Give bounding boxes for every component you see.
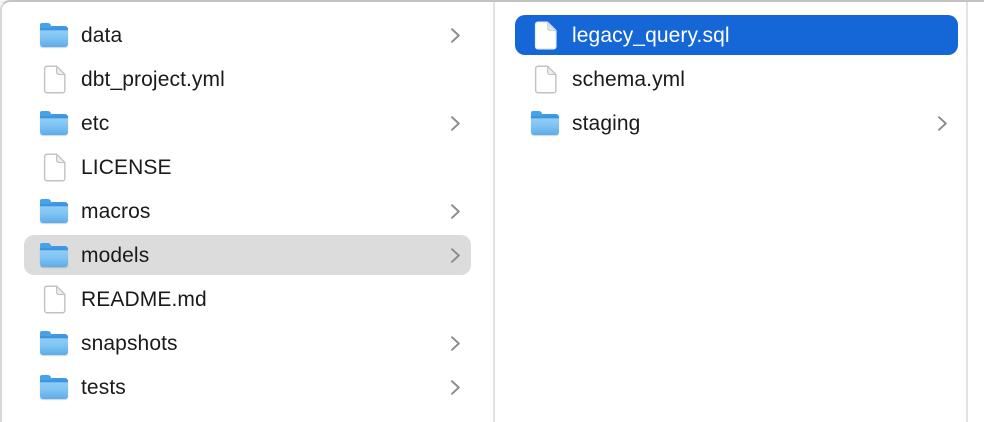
icon-slot [40, 284, 68, 314]
icon-slot [40, 242, 68, 267]
folder-row-data[interactable]: data [24, 13, 471, 57]
file-label: data [81, 23, 123, 47]
file-label: LICENSE [81, 155, 172, 179]
file-column-3 [968, 2, 984, 422]
icon-slot [40, 152, 68, 182]
folder-row-staging[interactable]: staging [515, 101, 958, 145]
icon-slot [531, 110, 559, 135]
folder-icon [531, 110, 559, 135]
file-label: tests [81, 375, 126, 399]
folder-icon [40, 198, 68, 223]
document-icon [534, 65, 557, 94]
icon-slot [40, 64, 68, 94]
file-label: README.md [81, 287, 207, 311]
file-label: etc [81, 111, 110, 135]
folder-icon [40, 242, 68, 267]
folder-icon [40, 110, 68, 135]
folder-row-tests[interactable]: tests [24, 365, 471, 409]
chevron-right-icon[interactable] [937, 115, 948, 132]
icon-slot [40, 374, 68, 399]
icon-slot [531, 20, 559, 50]
icon-slot [40, 330, 68, 355]
chevron-right-icon[interactable] [450, 247, 461, 264]
file-column-2: legacy_query.sql schema.yml staging [495, 2, 968, 422]
chevron-right-icon[interactable] [450, 379, 461, 396]
file-label: staging [572, 111, 641, 135]
file-row-README.md[interactable]: README.md [24, 277, 471, 321]
folder-row-models[interactable]: models [24, 233, 471, 277]
icon-slot [40, 198, 68, 223]
folder-row-etc[interactable]: etc [24, 101, 471, 145]
document-icon [43, 285, 66, 314]
folder-row-macros[interactable]: macros [24, 189, 471, 233]
file-label: models [81, 243, 150, 267]
file-label: macros [81, 199, 151, 223]
file-label: legacy_query.sql [572, 23, 730, 47]
file-row-legacy_query.sql[interactable]: legacy_query.sql [515, 13, 958, 57]
chevron-right-icon[interactable] [450, 203, 461, 220]
document-icon [43, 65, 66, 94]
chevron-right-icon[interactable] [450, 27, 461, 44]
icon-slot [531, 64, 559, 94]
folder-row-snapshots[interactable]: snapshots [24, 321, 471, 365]
file-column-1: data dbt_project.yml etc [2, 2, 495, 422]
file-label: schema.yml [572, 67, 686, 91]
file-label: dbt_project.yml [81, 67, 225, 91]
chevron-right-icon[interactable] [450, 335, 461, 352]
icon-slot [40, 110, 68, 135]
chevron-right-icon[interactable] [450, 115, 461, 132]
folder-icon [40, 330, 68, 355]
file-row-LICENSE[interactable]: LICENSE [24, 145, 471, 189]
icon-slot [40, 22, 68, 47]
document-icon [43, 153, 66, 182]
document-icon [534, 21, 557, 50]
file-row-schema.yml[interactable]: schema.yml [515, 57, 958, 101]
folder-icon [40, 374, 68, 399]
file-row-dbt_project.yml[interactable]: dbt_project.yml [24, 57, 471, 101]
file-label: snapshots [81, 331, 178, 355]
folder-icon [40, 22, 68, 47]
